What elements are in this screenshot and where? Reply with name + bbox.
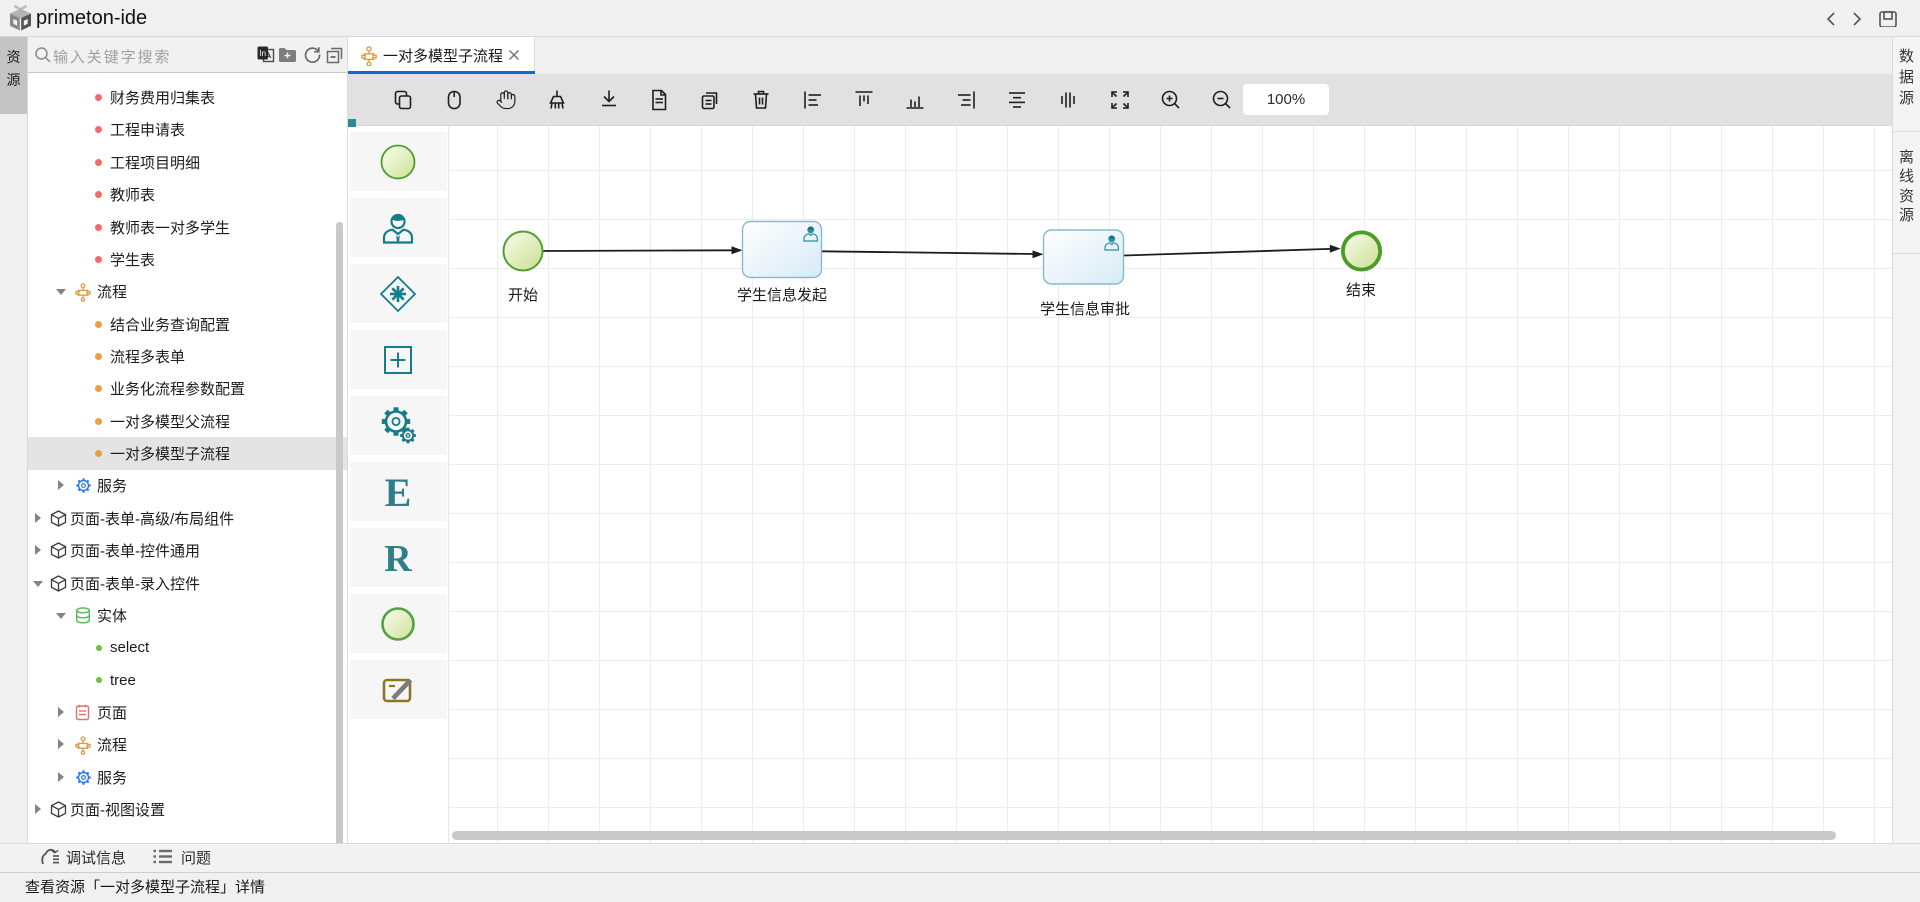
svg-text:R: R bbox=[384, 538, 412, 578]
svg-text:E: E bbox=[385, 472, 412, 512]
svg-text:In: In bbox=[259, 49, 266, 58]
